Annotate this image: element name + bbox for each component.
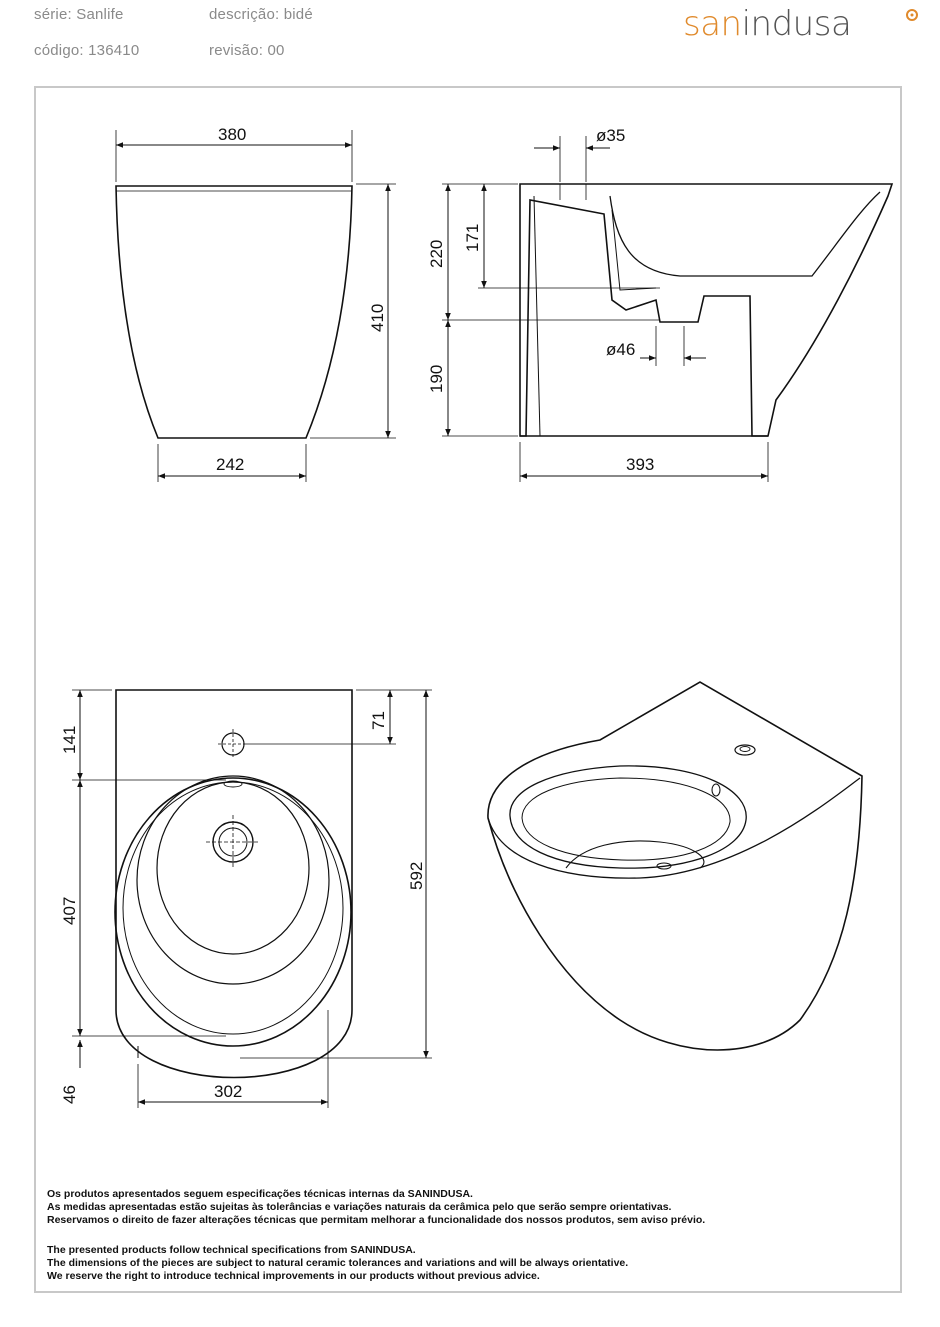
note-en-line: We reserve the right to introduce techni… xyxy=(47,1270,540,1282)
dim-front-top-width: 380 xyxy=(218,125,246,144)
notes-portuguese: Os produtos apresentados seguem especifi… xyxy=(47,1188,705,1227)
note-pt-line: Os produtos apresentados seguem especifi… xyxy=(47,1188,473,1200)
dim-front-base-width: 242 xyxy=(216,455,244,474)
dim-plan-rear-gap: 46 xyxy=(60,1085,79,1104)
dim-tap-hole-diameter: ø35 xyxy=(596,126,625,145)
perspective-view xyxy=(487,681,863,1051)
dim-side-lower-height: 190 xyxy=(427,365,446,393)
code-label: código: 136410 xyxy=(34,42,140,59)
front-view xyxy=(115,130,396,482)
series-label: série: Sanlife xyxy=(34,6,124,23)
dim-plan-total-length: 592 xyxy=(407,862,426,890)
dim-side-depth: 393 xyxy=(626,455,654,474)
sanindusa-logo: sanindusa xyxy=(683,4,918,44)
note-en-line: The dimensions of the pieces are subject… xyxy=(47,1257,629,1269)
plan-view xyxy=(72,689,432,1108)
dim-plan-tap-offset: 141 xyxy=(60,726,79,754)
logo-part-indusa: indusa xyxy=(741,4,852,44)
dim-side-rim-depth: 171 xyxy=(463,224,482,252)
dim-side-total-height: 220 xyxy=(427,240,446,268)
dim-drain-diameter: ø46 xyxy=(606,340,635,359)
notes-english: The presented products follow technical … xyxy=(47,1244,628,1283)
dim-front-height: 410 xyxy=(368,304,387,332)
note-pt-line: As medidas apresentadas estão sujeitas à… xyxy=(47,1201,672,1213)
note-pt-line: Reservamos o direito de fazer alterações… xyxy=(47,1214,706,1226)
revision-label: revisão: 00 xyxy=(209,42,285,59)
note-en-line: The presented products follow technical … xyxy=(47,1244,416,1256)
logo-mark-icon xyxy=(906,9,918,21)
dim-plan-bowl-length: 407 xyxy=(60,897,79,925)
dim-plan-bowl-width: 302 xyxy=(214,1082,242,1101)
dim-plan-tap-offset-right: 71 xyxy=(369,711,388,730)
logo-part-san: san xyxy=(683,4,742,44)
side-section-view xyxy=(442,136,894,482)
description-label: descrição: bidé xyxy=(209,6,313,23)
drawing-sheet xyxy=(34,86,902,1293)
